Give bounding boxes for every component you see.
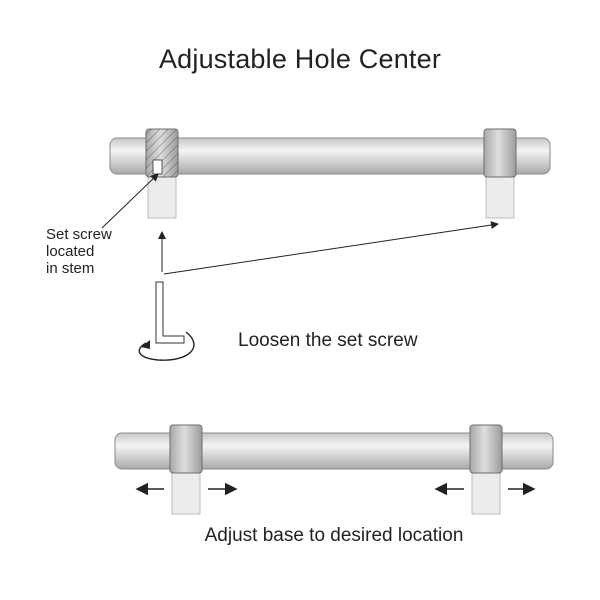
bottom-right-base (471, 469, 501, 515)
set-screw-note-line: located (46, 243, 95, 260)
top-bar (109, 137, 551, 175)
set-screw-note-line: in stem (46, 260, 95, 277)
arrow-to-right-stem (163, 221, 499, 275)
bottom-left-stem (169, 424, 203, 474)
hex-key-icon (155, 281, 185, 344)
set-screw (152, 159, 163, 175)
set-screw-note: Set screw located in stem (46, 226, 112, 277)
set-screw-pointer (101, 173, 159, 229)
bottom-left-base (171, 469, 201, 515)
top-handle-assembly (109, 128, 551, 219)
top-right-stem (483, 128, 517, 178)
top-right-base (485, 175, 515, 219)
step1-caption: Loosen the set screw (238, 330, 418, 351)
step2-caption: Adjust base to desired location (204, 525, 464, 546)
set-screw-note-line: Set screw (46, 226, 112, 243)
diagram-title: Adjustable Hole Center (158, 44, 442, 74)
top-left-base (147, 175, 177, 219)
rotation-arrow-icon (138, 331, 195, 361)
bottom-bar (114, 432, 554, 470)
bottom-handle-assembly (114, 424, 554, 515)
bottom-right-stem (469, 424, 503, 474)
